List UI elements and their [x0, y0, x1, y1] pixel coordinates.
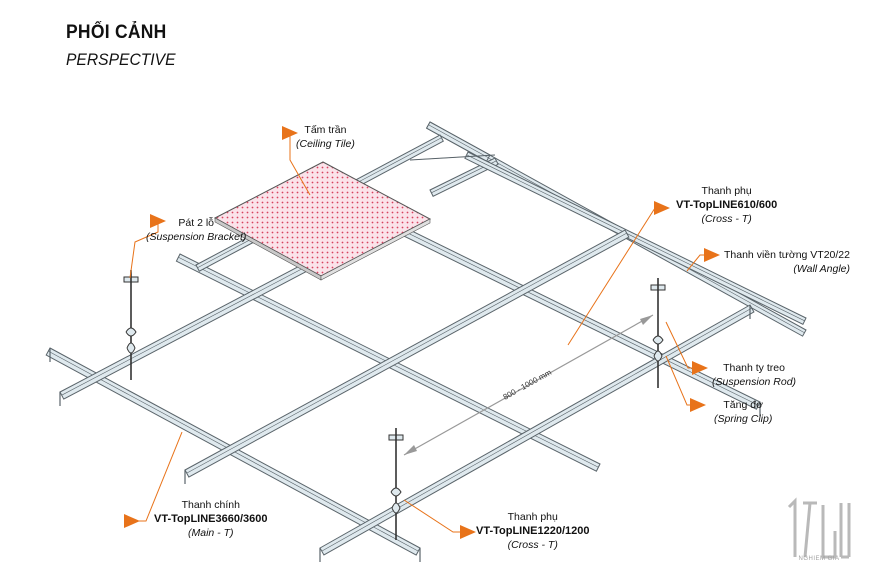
label-clip-name: Tăng đơ: [723, 399, 763, 411]
label-cross1220-en: (Cross - T): [507, 539, 558, 551]
label-wall-angle: Thanh viền tường VT20/22 (Wall Angle): [724, 248, 850, 276]
label-cross610-code: VT-TopLINE610/600: [676, 199, 778, 211]
arrow-main-icon: [124, 514, 140, 528]
label-cross-t-1220: Thanh phụ VT-TopLINE1220/1200 (Cross - T…: [476, 510, 590, 552]
rear-cross-rail: [429, 157, 499, 197]
arrow-cross1220-icon: [460, 525, 476, 539]
label-cross1220-name: Thanh phụ: [507, 511, 558, 523]
label-bracket-en: (Suspension Bracket): [146, 231, 247, 243]
page-title: PHỐI CẢNH: [66, 22, 167, 43]
label-suspension-rod: Thanh ty treo (Suspension Rod): [712, 361, 796, 389]
label-rod-en: (Suspension Rod): [712, 376, 797, 388]
leader-lines: [129, 133, 712, 533]
label-spring-clip: Tăng đơ (Spring Clip): [714, 398, 772, 426]
label-suspension-bracket: Pát 2 lỗ (Suspension Bracket): [146, 216, 246, 244]
cross-tee-rail-3: [319, 304, 755, 556]
label-main-t: Thanh chính VT-TopLINE3660/3600 (Main - …: [154, 498, 268, 540]
label-cross610-name: Thanh phụ: [701, 185, 752, 197]
arrow-tile-icon: [282, 126, 298, 140]
leader-arrowheads: [124, 126, 720, 539]
arrow-cross610-icon: [654, 201, 670, 215]
label-main-name: Thanh chính: [181, 499, 240, 511]
cross-tee-rail-1-edge: [61, 252, 332, 396]
label-bracket-name: Pát 2 lỗ: [178, 217, 214, 229]
label-tile-en: (Ceiling Tile): [296, 138, 355, 150]
label-ceiling-tile: Tấm trần (Ceiling Tile): [296, 123, 355, 151]
label-main-en: (Main - T): [188, 527, 234, 539]
spacer-edge: [409, 154, 496, 161]
arrow-rod-icon: [692, 361, 708, 375]
dimension-text: 800 - 1000 mm: [502, 368, 554, 402]
cross-tee-rail-2-edge: [186, 232, 627, 474]
hanger-bottom: [388, 428, 404, 540]
label-rod-name: Thanh ty treo: [723, 362, 785, 374]
label-wall-en: (Wall Angle): [793, 263, 850, 275]
arrow-clip-icon: [690, 398, 706, 412]
label-cross610-en: (Cross - T): [701, 213, 752, 225]
nghiem-gia-logo: [787, 497, 851, 559]
label-tile-name: Tấm trần: [304, 124, 347, 136]
wall-angle-rail-start-edge: [428, 124, 489, 159]
page-subtitle: PERSPECTIVE: [66, 50, 176, 69]
label-main-code: VT-TopLINE3660/3600: [154, 513, 268, 525]
arrow-wall-icon: [704, 248, 720, 262]
cross-tee-rail-2: [184, 229, 630, 478]
ceiling-tile: [213, 161, 432, 281]
hanger-right: [650, 278, 666, 388]
logo-text: NGHIEM GIA: [798, 556, 840, 562]
label-wall-name: Thanh viền tường VT20/22: [724, 249, 850, 261]
cross-tee-rail-1: [59, 249, 335, 400]
label-cross1220-code: VT-TopLINE1220/1200: [476, 525, 590, 537]
label-clip-en: (Spring Clip): [714, 413, 773, 425]
hanger-left: [123, 270, 139, 380]
arrow-bracket-icon: [150, 214, 166, 228]
label-cross-t-610: Thanh phụ VT-TopLINE610/600 (Cross - T): [676, 184, 777, 226]
